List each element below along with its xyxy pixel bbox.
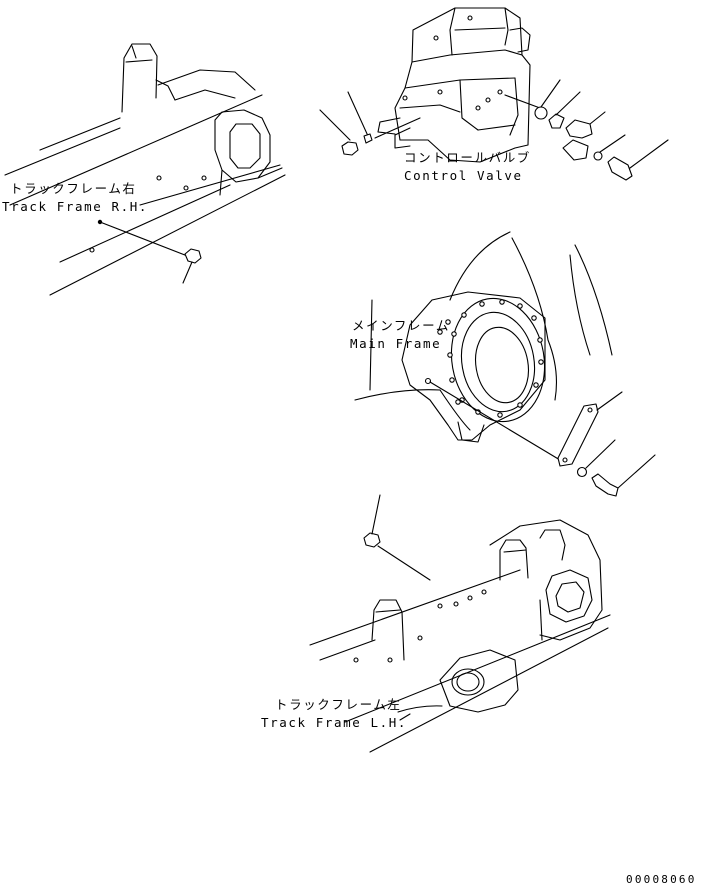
track-frame-rh-drawing — [4, 43, 286, 296]
control-valve-drawing — [319, 7, 669, 181]
track-frame-lh-label-en: Track Frame L.H. — [261, 715, 407, 730]
track-frame-rh-label-en: Track Frame R.H. — [2, 199, 148, 214]
track-frame-rh-label-jp: トラックフレーム右 — [10, 181, 137, 196]
control-valve-label-jp: コントロールバルブ — [404, 150, 531, 165]
track-frame-lh-label-jp: トラックフレーム左 — [275, 697, 402, 712]
control-valve-label-en: Control Valve — [404, 168, 523, 183]
drawing-code: 00008060 — [626, 873, 697, 886]
main-frame-label-en: Main Frame — [350, 336, 441, 351]
track-frame-lh-drawing — [309, 494, 611, 753]
main-frame-drawing — [354, 231, 656, 497]
main-frame-label-jp: メインフレーム — [352, 318, 450, 333]
